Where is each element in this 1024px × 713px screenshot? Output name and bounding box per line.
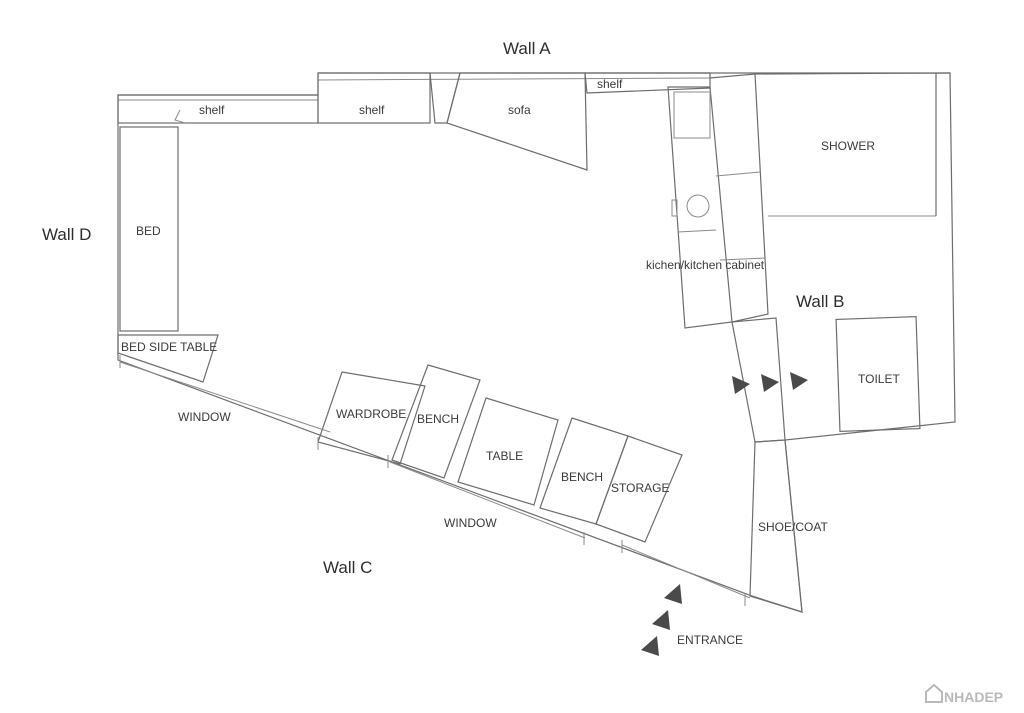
- bathroom: [754, 72, 951, 432]
- table-piece: [457, 397, 559, 506]
- bench-label: BENCH: [417, 412, 459, 426]
- entrance-label: ENTRANCE: [677, 633, 743, 647]
- storage-label: STORAGE: [611, 481, 669, 495]
- arrow-right-icon: [761, 374, 779, 392]
- wardrobe-label: WARDROBE: [336, 407, 406, 421]
- arrow-right-icon: [790, 372, 808, 390]
- wall-a-label: Wall A: [503, 39, 551, 58]
- house-icon: [925, 683, 943, 703]
- bench-label: BENCH: [561, 470, 603, 484]
- shelf-label: shelf: [199, 103, 225, 117]
- corridor: [731, 317, 803, 613]
- watermark-text: NHADEP: [944, 689, 1003, 705]
- shoe-coat-label: SHOE/COAT: [758, 520, 828, 534]
- bed: [119, 126, 179, 332]
- wall-d-label: Wall D: [42, 225, 91, 244]
- wall-c-label: Wall C: [323, 558, 372, 577]
- window-label: WINDOW: [178, 410, 231, 424]
- bed-side-table: [117, 334, 219, 383]
- storage: [595, 435, 683, 543]
- kitchen-cabinet: [667, 73, 769, 329]
- arrow-up-icon: [664, 584, 682, 604]
- watermark: NHADEP: [925, 683, 1003, 705]
- sofa-label: sofa: [508, 103, 531, 117]
- arrow-up-icon: [652, 610, 670, 630]
- toilet-label: TOILET: [858, 372, 900, 386]
- outer-walls: [117, 72, 956, 613]
- shelf-label: shelf: [597, 77, 623, 91]
- shelf-middle: [317, 72, 461, 124]
- window-lines: [119, 355, 751, 606]
- table-label: TABLE: [486, 449, 523, 463]
- arrow-right-icon: [732, 376, 750, 394]
- bed-label: BED: [136, 224, 161, 238]
- kitchen-label: kichen/kitchen cabinet: [646, 258, 765, 272]
- arrow-icons-entrance: [641, 584, 682, 656]
- sofa: [446, 72, 588, 171]
- shower-label: SHOWER: [821, 139, 875, 153]
- arrow-icons-right: [732, 372, 808, 394]
- bench-left: [391, 364, 481, 479]
- window-label: WINDOW: [444, 516, 497, 530]
- arrow-up-icon: [641, 636, 659, 656]
- wardrobe: [317, 371, 426, 465]
- shelf-label: shelf: [359, 103, 385, 117]
- bed-side-table-label: BED SIDE TABLE: [121, 340, 217, 354]
- wall-b-label: Wall B: [796, 292, 845, 311]
